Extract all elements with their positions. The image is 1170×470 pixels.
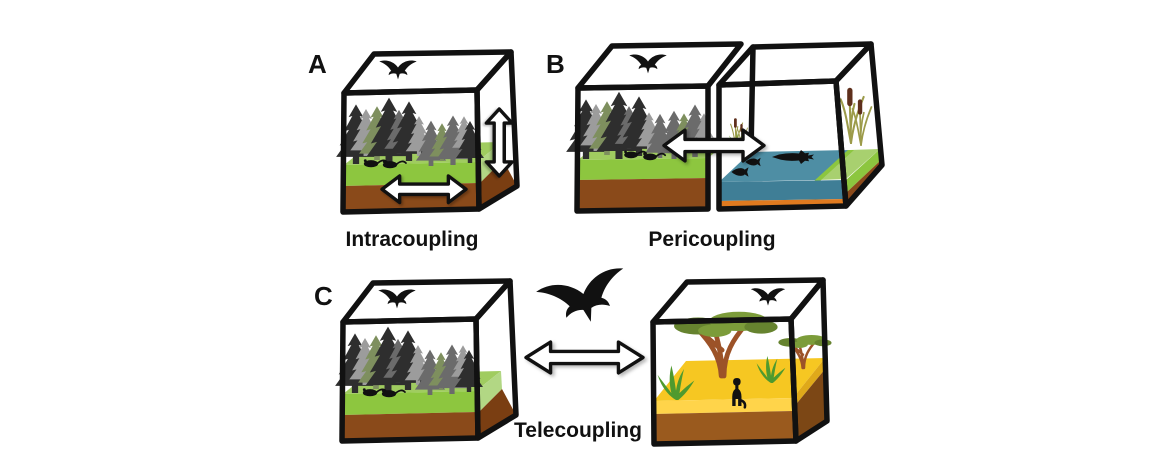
cube-top-face	[575, 41, 744, 91]
panel-c: C Telecoupling	[314, 266, 833, 447]
panel-b-caption: Pericoupling	[648, 228, 775, 251]
panel-a-letter: A	[308, 49, 327, 79]
cube-top-face	[341, 49, 514, 96]
pericoupling-arrow	[662, 128, 766, 163]
cube-right-face	[833, 41, 885, 209]
bank-side-face	[846, 149, 881, 192]
bird-icon	[750, 288, 786, 306]
cube-right-face	[788, 277, 830, 444]
shore-bank-surface	[818, 149, 880, 180]
water-front-face	[719, 180, 846, 201]
bird-icon	[629, 54, 667, 74]
panel-c-caption: Telecoupling	[514, 419, 642, 442]
savanna-soil-side	[793, 368, 827, 441]
soil-layer-front	[577, 178, 708, 211]
panel-b: B	[546, 41, 885, 251]
panel-a: A	[308, 49, 520, 251]
wetland-cube	[716, 41, 885, 212]
savanna-soil-front	[654, 411, 796, 444]
forest-cube-c	[335, 281, 516, 441]
savanna-front-band	[654, 398, 793, 414]
panel-a-caption: Intracoupling	[346, 228, 479, 251]
grass-layer-front	[578, 158, 708, 180]
conifer-forest	[336, 97, 484, 166]
telecoupling-arrow	[524, 340, 645, 375]
water-surface	[719, 150, 850, 182]
panel-c-letter: C	[314, 281, 333, 311]
panel-b-letter: B	[546, 49, 565, 79]
forest-cube-b	[566, 41, 744, 214]
cube-right-face	[474, 49, 520, 212]
savanna-side-band	[793, 358, 826, 408]
bird-icon	[379, 60, 417, 80]
soil-layer-side	[478, 160, 517, 209]
grass-layer-front	[344, 162, 478, 186]
savanna-cube	[650, 277, 833, 447]
migrating-bird-icon	[535, 266, 635, 334]
